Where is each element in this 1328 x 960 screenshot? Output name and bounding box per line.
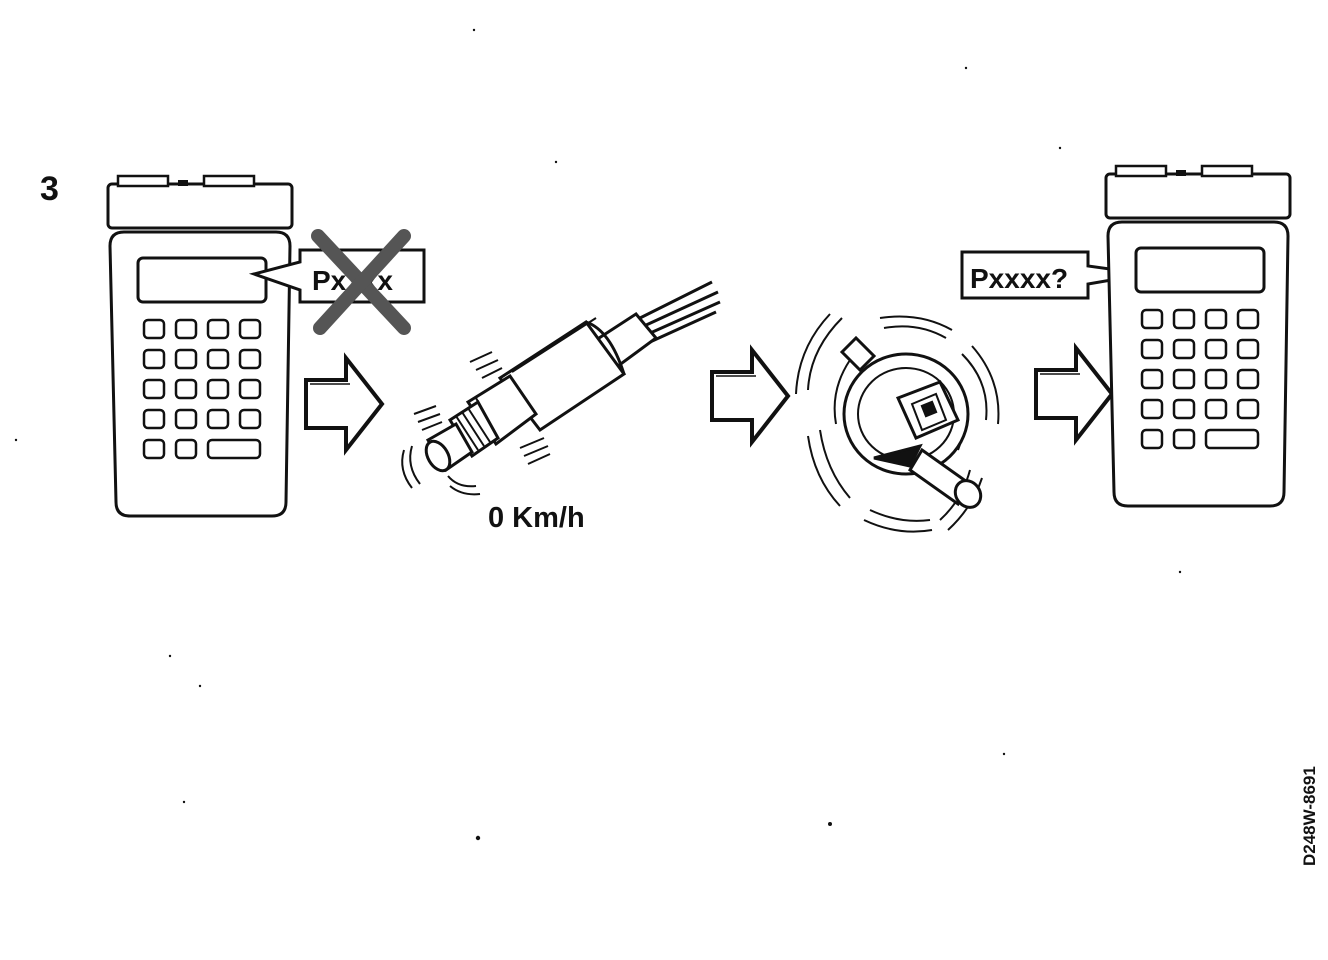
solenoid-valve-icon <box>795 313 1000 533</box>
speed-label: 0 Km/h <box>488 502 585 534</box>
left-code-bubble: Pxxxx <box>248 229 426 335</box>
vehicle-speed-sensor-icon <box>401 280 721 496</box>
step-number: 3 <box>40 170 59 208</box>
arrow-right-icon <box>304 356 384 452</box>
scan-speck <box>14 28 1182 841</box>
cross-out-mark <box>311 229 411 335</box>
arrow-right-icon <box>710 348 790 444</box>
right-diagnostic-tester <box>1104 164 1292 508</box>
arrow-right-icon <box>1034 346 1114 442</box>
left-diagnostic-tester <box>106 174 294 518</box>
right-code-bubble: Pxxxx? <box>960 250 1147 300</box>
right-bubble-text: Pxxxx? <box>970 263 1068 294</box>
